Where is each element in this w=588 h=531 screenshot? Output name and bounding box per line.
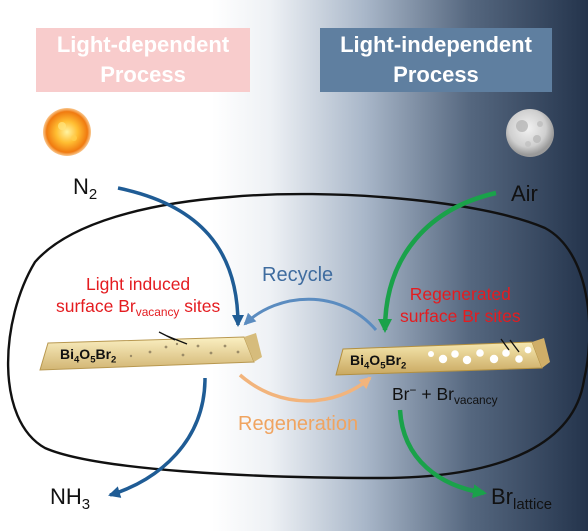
sun-icon [43, 108, 91, 156]
header-left-line1: Light-dependent [56, 32, 230, 57]
light-induced-prefix: surface Br [56, 296, 136, 316]
br-symbol: Br [95, 346, 112, 362]
n2-base: N [73, 174, 89, 199]
br-ion-base: Br [392, 384, 410, 404]
o-symbol: O [369, 352, 381, 368]
br-lattice-subscript: lattice [513, 496, 553, 514]
n2-adsorption-arrow [117, 186, 244, 327]
br-ion-charge: − [409, 383, 417, 398]
br-vacancy-subscript: vacancy [453, 393, 498, 408]
regenerated-line2: surface Br sites [400, 306, 521, 326]
bi4o5br2-label-left: Bi4O5Br2 [60, 346, 117, 366]
regenerated-line1: Regenerated [409, 284, 511, 304]
light-induced-suffix: sites [179, 296, 221, 316]
bi-symbol: Bi [350, 352, 364, 368]
nh3-release-arrow [108, 377, 207, 498]
header-light-dependent: Light-dependent Process [36, 28, 250, 92]
recycle-label: Recycle [262, 264, 334, 286]
bi4o5br2-slab-right [335, 338, 550, 376]
o-count: 5 [90, 354, 96, 366]
light-induced-line1: Light induced [86, 274, 191, 294]
n2-label: N2 [73, 174, 98, 204]
br-count: 2 [401, 360, 407, 372]
recycle-arrow [243, 297, 378, 331]
br-symbol: Br [385, 352, 402, 368]
moon-icon [506, 109, 554, 157]
bi4o5br2-label-right: Bi4O5Br2 [350, 352, 407, 372]
light-induced-line2: surface Brvacancy sites [56, 295, 221, 320]
nh3-base: NH [50, 484, 82, 509]
air-adsorption-arrow [378, 190, 497, 333]
header-right-line1: Light-independent [340, 32, 532, 57]
br-vacancy-base: Br [436, 384, 454, 404]
header-right-line2: Process [393, 62, 479, 87]
regeneration-arrow [238, 373, 372, 403]
bi4o5br2-slab-left [39, 331, 262, 371]
nh3-label: NH3 [50, 484, 91, 514]
nh3-subscript: 3 [81, 496, 91, 514]
bi-count: 4 [364, 360, 370, 372]
o-symbol: O [79, 346, 91, 362]
br-count: 2 [111, 354, 117, 366]
bi-count: 4 [74, 354, 80, 366]
n2-subscript: 2 [88, 186, 98, 204]
br-lattice-label: Brlattice [491, 484, 553, 514]
br-lattice-arrow [397, 409, 487, 499]
o-count: 5 [380, 360, 386, 372]
plus-sign: + [421, 384, 432, 404]
bi-symbol: Bi [60, 346, 74, 362]
header-light-independent: Light-independent Process [320, 28, 552, 92]
br-lattice-base: Br [491, 484, 513, 509]
air-label: Air [511, 181, 538, 206]
regeneration-label: Regeneration [238, 413, 359, 435]
header-left-line2: Process [100, 62, 186, 87]
light-induced-annotation: Light induced surface Brvacancy sites [56, 273, 221, 320]
reaction-cycle-boundary [6, 192, 588, 480]
light-induced-subscript: vacancy [135, 305, 180, 320]
br-ion-vacancy-label: Br− + Brvacancy [392, 383, 498, 408]
regenerated-annotation: Regenerated surface Br sites [400, 283, 521, 327]
